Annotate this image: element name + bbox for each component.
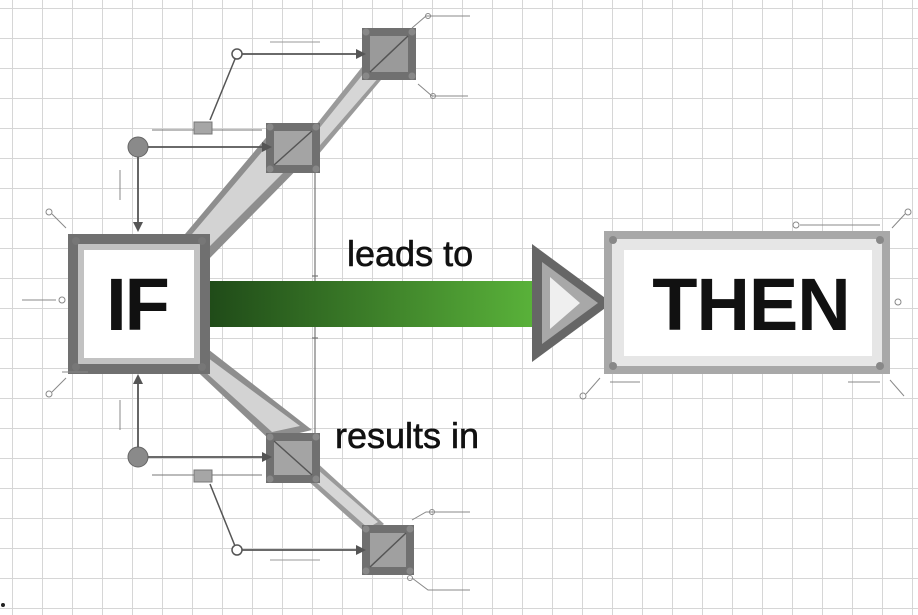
node-square-icon [362, 525, 414, 575]
if-box-frame [68, 234, 210, 374]
main-arrow-shaft [206, 281, 538, 327]
then-box-frame [604, 231, 890, 374]
connector-circle-icon [127, 374, 366, 561]
upper-connector-label: leads to [347, 233, 474, 274]
triangle-arrowhead-icon [532, 244, 612, 362]
node-square-icon [266, 123, 320, 173]
node-square-icon [362, 28, 416, 80]
annotation-line-icon [22, 13, 912, 591]
connector-circle-icon [127, 41, 366, 232]
then-label: THEN [652, 263, 850, 346]
lower-connector-label: results in [335, 415, 480, 456]
if-label: IF [106, 263, 170, 346]
node-square-icon [266, 433, 320, 483]
corner-dot [1, 603, 5, 607]
